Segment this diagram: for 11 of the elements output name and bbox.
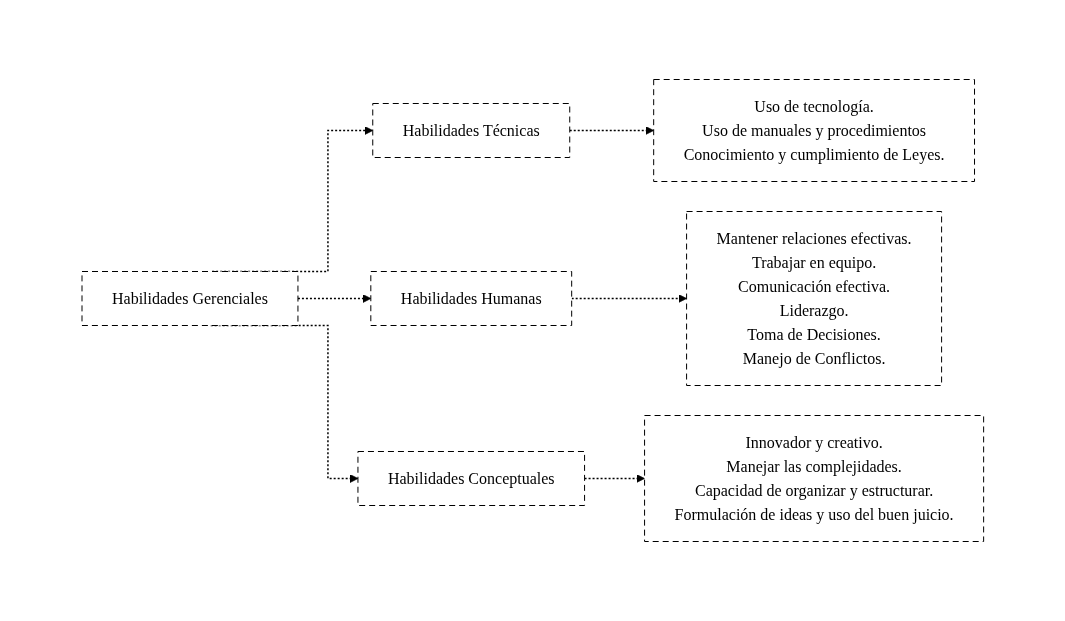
arrow [568,126,654,135]
node-box: Habilidades Humanas [370,271,572,326]
node-box: Habilidades Conceptuales [357,451,585,506]
node-box: Habilidades Técnicas [371,103,570,158]
node-box: Uso de tecnología. Uso de manuales y procedimientos Conocimiento y cumplimiento de Leyes. [652,79,975,182]
node-box: Habilidades Gerenciales [81,271,299,326]
arrow [570,294,687,303]
node-box: Innovador y creativo. Manejar las complejidades. Capacidad de organizar y estructurar. Formulación de ideas y uso del buen juicio. [643,415,984,542]
arrow [296,294,371,303]
arrow [583,474,645,483]
node-box: Mantener relaciones efectivas. Trabajar en equipo. Comunicación efectiva. Liderazgo. Toma de Decisiones. Manejo de Conflictos. [685,211,942,386]
